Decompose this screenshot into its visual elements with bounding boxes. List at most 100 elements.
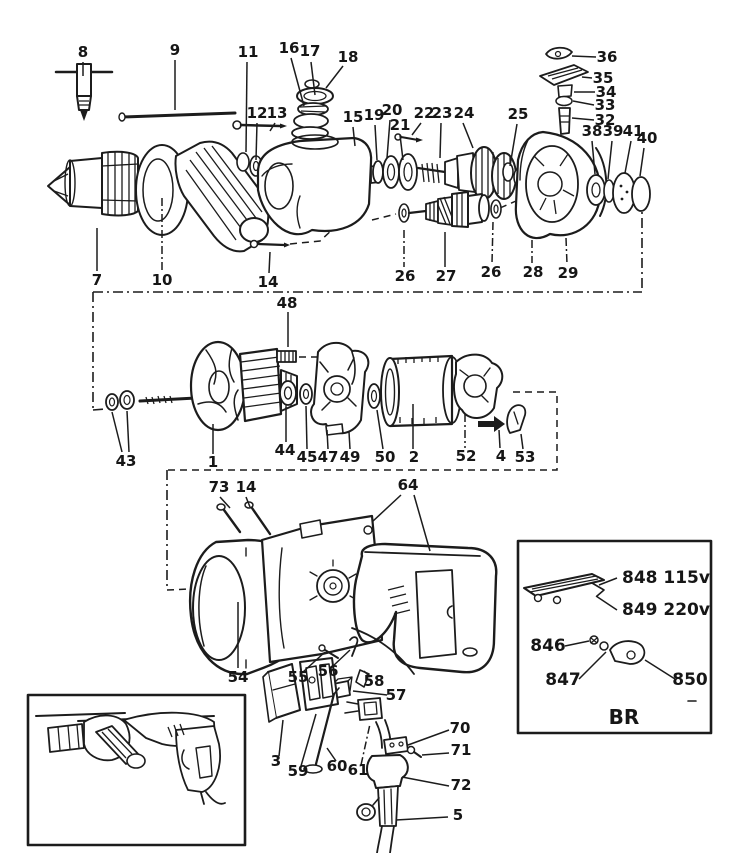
part-label-20: 20 <box>382 101 403 119</box>
part-label-847: 847 <box>545 670 581 690</box>
part-label-22: 22 <box>414 104 435 122</box>
part-label-18: 18 <box>338 48 359 66</box>
leader-line-3 <box>278 719 284 757</box>
part-label-848-115v: 848 115v <box>622 568 710 588</box>
part-label-5: 5 <box>453 806 463 824</box>
leader-line-23 <box>439 122 442 159</box>
leader-line-53 <box>520 433 524 450</box>
part-label-26: 26 <box>395 267 416 285</box>
part-label-56: 56 <box>318 662 339 680</box>
leader-line-32 <box>571 117 595 121</box>
part-label-49: 49 <box>340 448 361 466</box>
leader-line-56 <box>332 649 351 667</box>
leader-line-20 <box>386 119 391 159</box>
part-label-2: 2 <box>409 448 419 466</box>
part-label-39: 39 <box>603 122 624 140</box>
part-label-26: 26 <box>481 263 502 281</box>
leader-line-5 <box>395 816 449 821</box>
leader-line-17 <box>310 61 316 96</box>
part-label-36: 36 <box>597 48 618 66</box>
part-label-29: 29 <box>558 264 579 282</box>
leader-line-64 <box>371 494 402 523</box>
part-label-8: 8 <box>78 43 88 61</box>
motor-housing-center-drawing <box>260 514 384 664</box>
leader-line-847 <box>578 651 607 680</box>
part-label-47: 47 <box>318 448 339 466</box>
leader-line-14 <box>268 251 271 274</box>
gearcase-cap-parts-drawing <box>291 79 334 140</box>
part-label-54: 54 <box>228 668 249 686</box>
gearcase-housing-drawing <box>256 134 381 236</box>
leader-line-16 <box>290 57 305 107</box>
part-label-14: 14 <box>258 273 279 291</box>
leader-line-64 <box>413 494 431 552</box>
part-label-71: 71 <box>451 741 472 759</box>
leader-line-43 <box>126 410 130 453</box>
screw-12-13-drawing <box>232 120 287 130</box>
leader-line-50 <box>376 409 384 450</box>
leader-line-41 <box>624 140 632 174</box>
lever-stack-32-36-drawing <box>539 46 589 135</box>
part-label-34: 34 <box>596 83 617 101</box>
part-label-7: 7 <box>92 271 102 289</box>
bearing-washers-44-45-drawing <box>279 380 313 406</box>
part-label-53: 53 <box>515 448 536 466</box>
part-label-48: 48 <box>277 294 298 312</box>
switch-rod-60-drawing <box>303 687 340 774</box>
part-label-4: 4 <box>496 447 506 465</box>
leader-line-22 <box>411 122 422 136</box>
part-label-50: 50 <box>375 448 396 466</box>
part-label-28: 28 <box>523 263 544 281</box>
leader-line-58 <box>363 670 371 678</box>
part-label-33: 33 <box>595 96 616 114</box>
housing-screws-73-14-drawing <box>216 501 272 536</box>
leader-line-38 <box>591 140 596 175</box>
part-label-57: 57 <box>386 686 407 704</box>
arrow-4-drawing <box>478 416 505 432</box>
leader-line-15 <box>352 126 356 147</box>
chuck-drawing <box>47 150 139 217</box>
part-label-10: 10 <box>152 271 173 289</box>
part-label-38: 38 <box>582 122 603 140</box>
bearing-50-drawing <box>367 383 381 409</box>
leader-line-70 <box>407 729 450 746</box>
leader-line-40 <box>639 147 645 177</box>
leader-line-14 <box>245 496 251 508</box>
part-label-849-220v: 849 220v <box>622 600 710 620</box>
bearing-washers-38-41-drawing <box>586 172 651 214</box>
leader-line-35 <box>581 76 593 79</box>
screw-14-top-drawing <box>249 239 290 249</box>
part-label-52: 52 <box>456 447 477 465</box>
leader-line-59 <box>300 713 317 767</box>
part-label-64: 64 <box>398 476 419 494</box>
field-assembly-drawing <box>380 354 462 428</box>
part-label-73: 73 <box>209 478 230 496</box>
part-label-32: 32 <box>595 111 616 129</box>
leader-line-43 <box>111 411 123 453</box>
spindle-rod-drawing <box>118 111 237 122</box>
part-label-41: 41 <box>623 122 644 140</box>
leader-line-18 <box>325 65 344 89</box>
switch-3-59-drawing <box>262 657 339 723</box>
leader-line-61 <box>360 723 371 766</box>
part-label-44: 44 <box>275 441 296 459</box>
leader-line-12 <box>255 122 258 161</box>
connector-61-drawing <box>344 697 383 721</box>
part-label-17: 17 <box>300 42 321 60</box>
part-label-9: 9 <box>170 41 180 59</box>
handle-housing-right-half-drawing <box>351 542 498 675</box>
armature-drawing <box>138 340 298 432</box>
part-label-16: 16 <box>279 39 300 57</box>
part-label-40: 40 <box>637 129 658 147</box>
clutch-bell-housing-drawing <box>502 130 608 240</box>
part-label-70: 70 <box>450 719 471 737</box>
part-label-25: 25 <box>508 105 529 123</box>
leader-line-11 <box>245 61 248 153</box>
part-label-24: 24 <box>454 104 475 122</box>
side-handle-drawing <box>135 140 270 253</box>
leader-line-36 <box>571 55 597 58</box>
chuck-key-drawing <box>54 63 114 121</box>
